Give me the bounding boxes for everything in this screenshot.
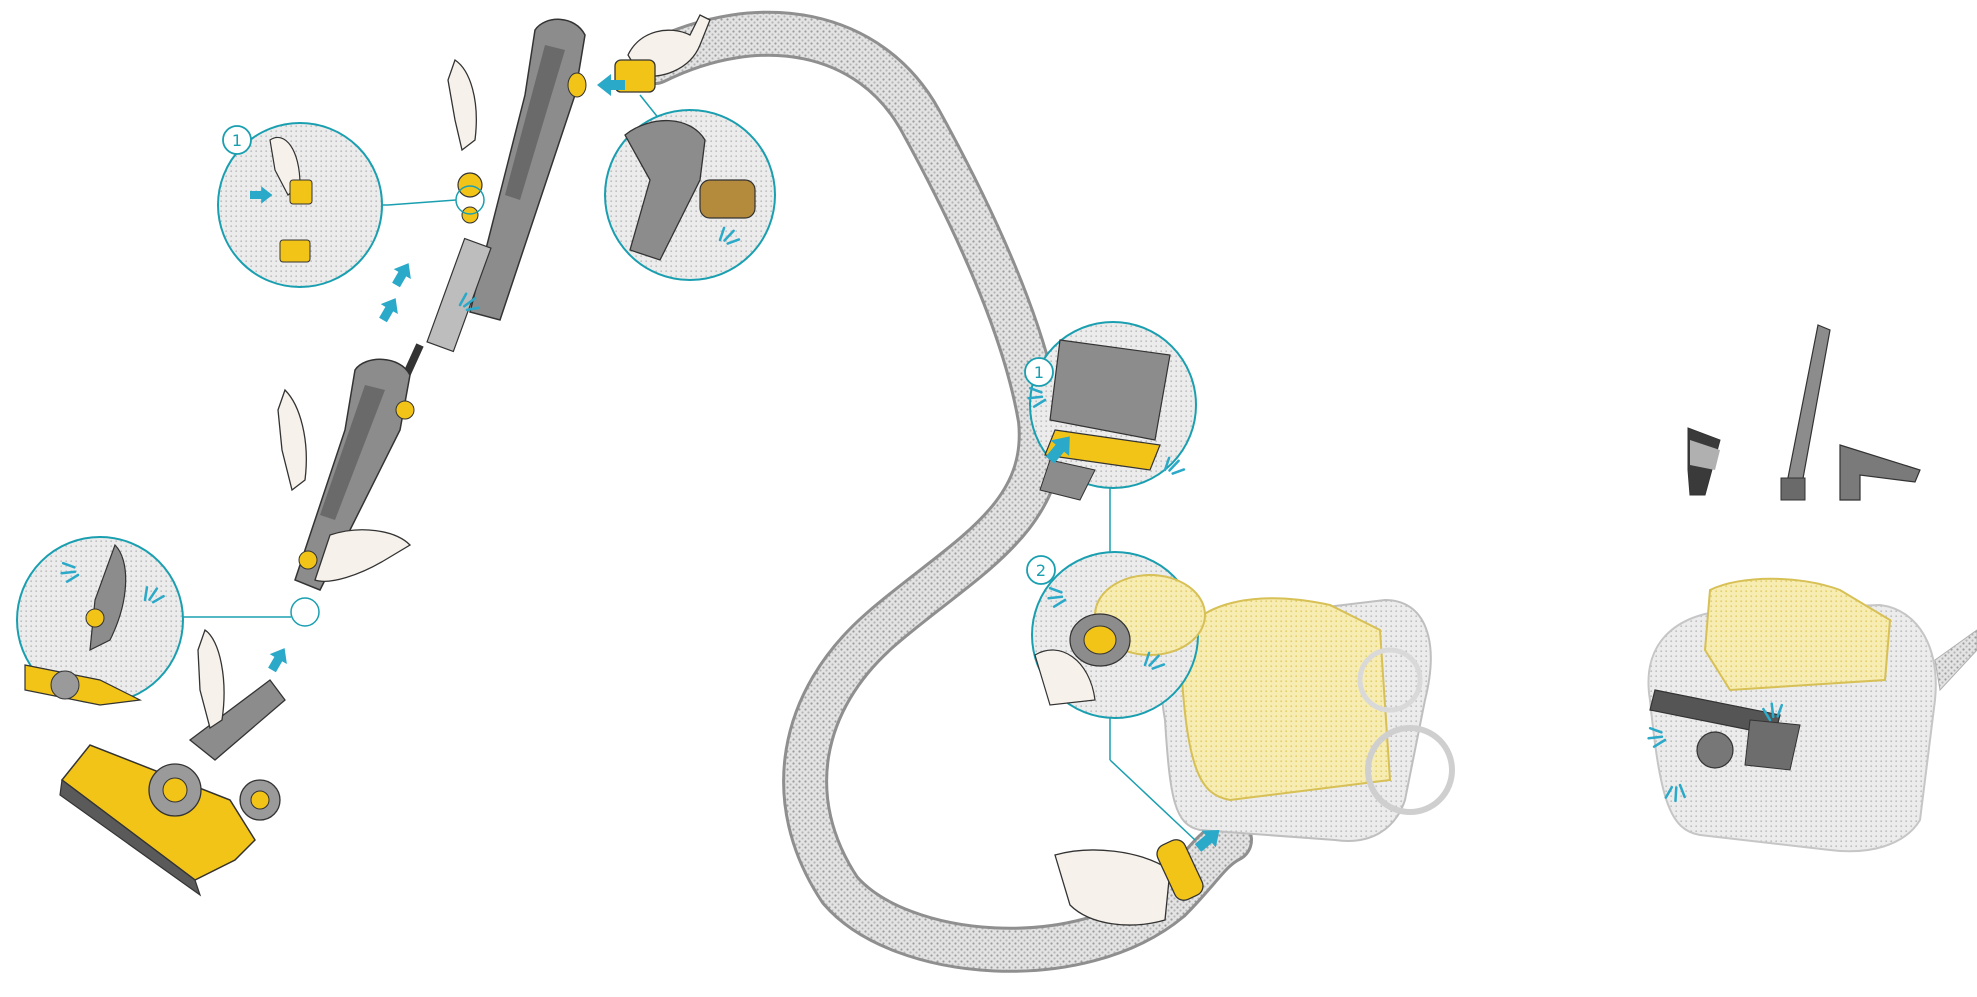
canister-vacuum (1162, 598, 1452, 841)
accessory-tools (1688, 325, 1920, 500)
hand-icon (448, 60, 476, 150)
step-number: 2 (1036, 561, 1046, 580)
stair-tool (1840, 445, 1920, 500)
crevice-tool (1781, 325, 1830, 500)
wand-upper (395, 19, 586, 400)
callout-hose-connector (605, 95, 775, 280)
combination-tool (1688, 428, 1720, 495)
hand-icon (1055, 850, 1170, 925)
step-number: 1 (1034, 363, 1044, 382)
canister-tool-storage (1645, 579, 1977, 852)
push-arrow-icon (374, 258, 417, 325)
callout-canister-inlet-top: 1 (1025, 322, 1196, 555)
callout-wand-clip: 1 (218, 123, 484, 287)
push-arrow-icon (263, 643, 293, 675)
floor-tool (60, 680, 285, 895)
hand-icon (198, 630, 224, 728)
step-number: 1 (232, 131, 242, 150)
callout-floor-tool-joint (17, 537, 319, 705)
